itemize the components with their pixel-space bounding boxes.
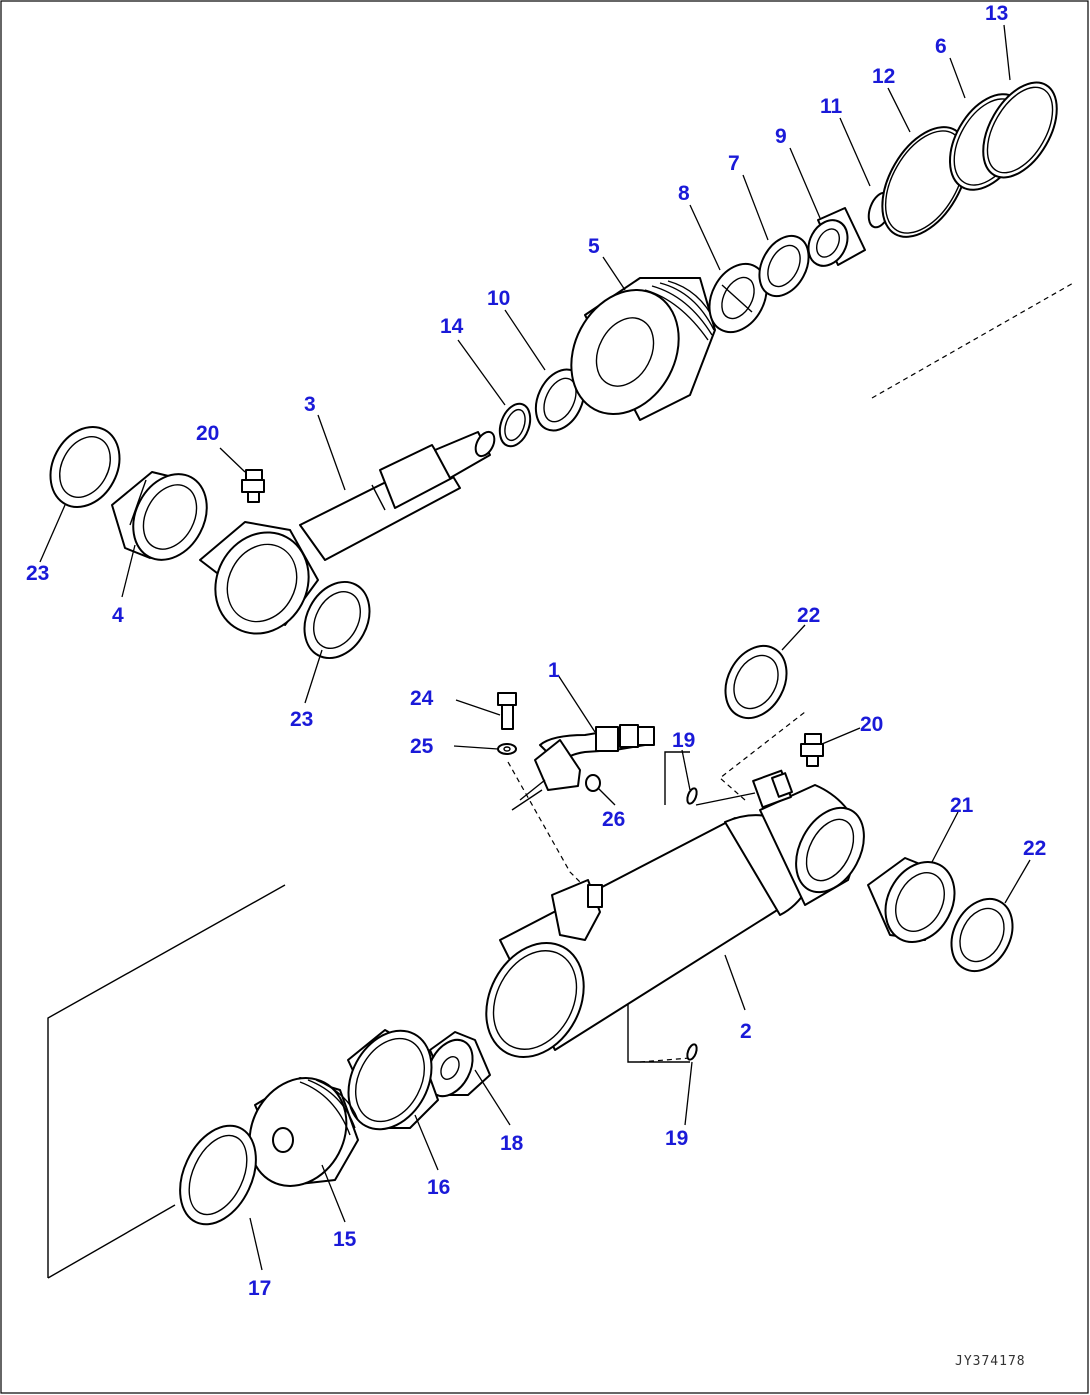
callout-16: 16 — [427, 1176, 450, 1199]
callout-3: 3 — [304, 393, 316, 416]
callout-23a: 23 — [26, 562, 49, 585]
callout-18: 18 — [500, 1132, 524, 1155]
part-17-ring — [179, 1124, 257, 1226]
drawing-code: JY374178 — [955, 1354, 1026, 1369]
callout-6: 6 — [935, 35, 947, 58]
callout-21: 21 — [950, 794, 974, 817]
part-26-clip — [585, 774, 601, 792]
part-7-ring — [758, 234, 810, 298]
callout-labels: 1 2 3 4 5 6 7 8 9 10 11 12 13 14 15 16 1… — [26, 2, 1046, 1300]
part-18-nut — [426, 1031, 491, 1098]
callout-5: 5 — [588, 235, 600, 258]
callout-20a: 20 — [196, 422, 219, 445]
callout-17: 17 — [248, 1277, 271, 1300]
part-22-ring-upper — [724, 644, 788, 720]
callout-11: 11 — [820, 95, 843, 118]
part-16-ring — [347, 1029, 439, 1131]
part-19-lower — [686, 1043, 698, 1061]
callout-20b: 20 — [860, 713, 883, 736]
part-20-grease-fitting-lower — [800, 733, 824, 767]
part-23-dust-seal-left — [49, 425, 121, 509]
callout-19a: 19 — [672, 729, 695, 752]
part-1-hose — [511, 724, 655, 811]
callout-24: 24 — [410, 687, 434, 710]
callout-1: 1 — [548, 659, 560, 682]
part-25-washer — [497, 743, 517, 755]
part-15-piston — [248, 1077, 359, 1187]
callout-12: 12 — [872, 65, 895, 88]
callout-2: 2 — [740, 1020, 752, 1043]
callout-9: 9 — [775, 125, 787, 148]
callout-4: 4 — [112, 604, 124, 627]
part-23-dust-seal-right — [303, 580, 371, 660]
part-19-upper — [686, 787, 698, 805]
callout-10: 10 — [487, 287, 510, 310]
part-12-o-ring — [881, 126, 969, 238]
callout-22b: 22 — [1023, 837, 1046, 860]
part-13-o-ring — [982, 81, 1058, 179]
callout-19b: 19 — [665, 1127, 688, 1150]
leader-lines — [39, 24, 1031, 1271]
callout-8: 8 — [678, 182, 690, 205]
callout-23b: 23 — [290, 708, 313, 731]
part-8-piston-ring — [708, 262, 768, 334]
part-10-bushing — [534, 368, 586, 432]
callout-22a: 22 — [797, 604, 820, 627]
callout-7: 7 — [728, 152, 740, 175]
part-9-collar — [807, 207, 866, 267]
part-4-bushing — [111, 471, 208, 561]
part-21-bushing — [867, 857, 956, 944]
callout-14: 14 — [440, 315, 464, 338]
part-20-grease-fitting-upper — [241, 469, 265, 503]
part-22-ring-lower — [950, 897, 1014, 973]
callout-26: 26 — [602, 808, 625, 831]
part-14-snap-ring — [498, 402, 532, 448]
callout-15: 15 — [333, 1228, 357, 1251]
callout-25: 25 — [410, 735, 434, 758]
part-5-cylinder-head — [570, 277, 716, 421]
callout-13: 13 — [985, 2, 1008, 25]
part-3-piston-rod — [199, 430, 496, 635]
part-24-bolt — [497, 692, 517, 730]
part-2-cylinder-tube — [485, 769, 865, 1059]
